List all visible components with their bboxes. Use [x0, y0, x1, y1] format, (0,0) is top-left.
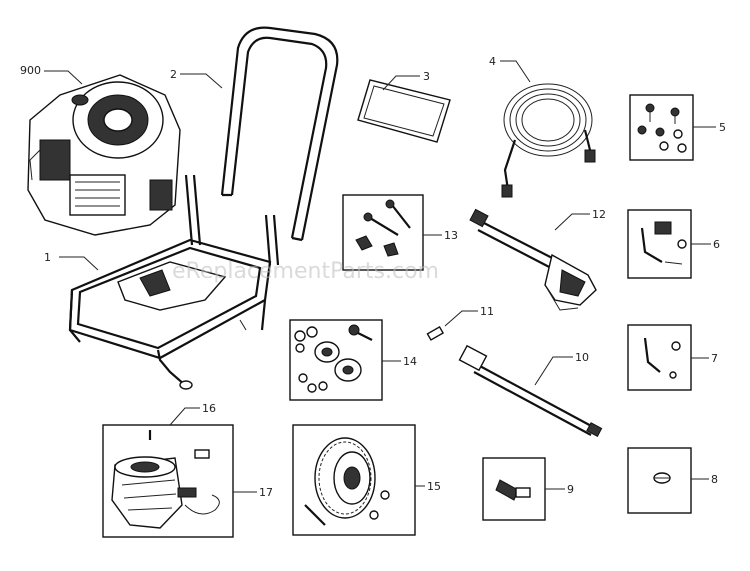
callout-7: 7	[711, 352, 718, 365]
callout-2: 2	[170, 68, 177, 81]
callout-5: 5	[719, 121, 726, 134]
wand-part-10[interactable]	[458, 344, 603, 438]
clip-part-8[interactable]	[627, 447, 692, 514]
callout-4: 4	[489, 55, 496, 68]
callout-13: 13	[444, 229, 458, 242]
callout-15: 15	[427, 480, 441, 493]
callout-16: 16	[202, 402, 216, 415]
callout-17: 17	[259, 486, 273, 499]
frame-part-1[interactable]	[68, 174, 280, 390]
spray-gun-part-12[interactable]	[469, 208, 597, 311]
bolt-kit-part-13[interactable]	[342, 194, 424, 271]
tube-part-7[interactable]	[627, 324, 692, 391]
bearing-kit-part-14[interactable]	[289, 319, 383, 401]
handle-part-2[interactable]	[220, 26, 339, 242]
callout-10: 10	[575, 351, 589, 364]
wheel-kit-part-15[interactable]	[292, 424, 416, 536]
pump-part-17[interactable]	[102, 424, 234, 538]
callout-11: 11	[480, 305, 494, 318]
callout-12: 12	[592, 208, 606, 221]
callout-8: 8	[711, 473, 718, 486]
leader-lines	[44, 60, 716, 493]
nozzle-part-9[interactable]	[482, 457, 546, 521]
callout-6: 6	[713, 238, 720, 251]
callout-9: 9	[567, 483, 574, 496]
fasteners-part-5[interactable]	[629, 94, 694, 161]
plate-part-3[interactable]	[357, 79, 451, 143]
callout-labels: 900 1 2 3 4 5 6 7 8 9 10 11 12 13 14 15 …	[20, 55, 726, 499]
watermark-text: eReplacementParts.com	[172, 259, 439, 284]
tip-part-11[interactable]	[426, 325, 445, 341]
callout-1: 1	[44, 251, 51, 264]
callout-14: 14	[403, 355, 417, 368]
callout-900: 900	[20, 64, 41, 77]
callout-3: 3	[423, 70, 430, 83]
hose-part-4[interactable]	[501, 83, 596, 198]
engine-part-900[interactable]	[27, 74, 181, 236]
fitting-part-6[interactable]	[627, 209, 692, 279]
